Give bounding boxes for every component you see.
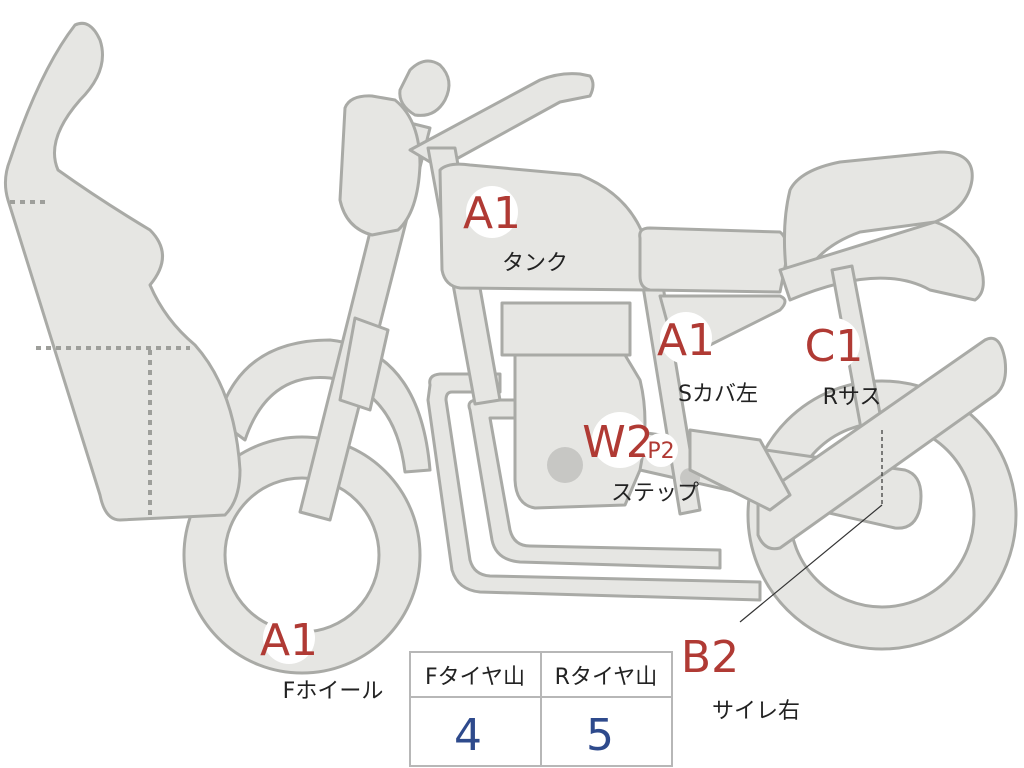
tire-tread-table: Fタイヤ山 Rタイヤ山 4 5 [409,651,673,767]
front-tire-header: Fタイヤ山 [425,665,525,690]
headlight [338,94,422,237]
marker-front-wheel[interactable]: A1 Fホイール [260,612,383,704]
exhaust-pipe-outer [426,372,762,602]
muffler [756,336,1007,551]
marker-muffler-right-badge [684,629,736,681]
marker-step[interactable]: W2 P2 ステップ [582,412,699,506]
marker-rear-suspension-label: Rサス [823,385,882,410]
marker-rear-suspension-code: C1 [805,321,864,372]
marker-rear-suspension-badge [808,318,860,370]
marker-step-badge [592,412,648,468]
rear-tire-value: 5 [586,710,614,761]
mirror [398,59,451,117]
fork-boot [338,316,390,412]
marker-tank-badge [466,186,518,238]
marker-step-sub-code: P2 [647,439,674,464]
marker-front-wheel-badge [263,612,315,664]
engine-cover-detail [547,447,583,483]
marker-step-sub-badge [644,433,678,467]
marker-rear-suspension[interactable]: C1 Rサス [805,318,882,410]
marker-muffler-right[interactable]: B2 サイレ右 [681,629,800,724]
marker-front-wheel-code: A1 [260,615,318,666]
marker-tank-code: A1 [463,188,521,239]
engine-block [513,353,647,510]
exhaust-pipe-inner [467,398,722,570]
engine-head [500,301,632,357]
marker-step-code: W2 [582,417,654,468]
marker-side-cover-left[interactable]: A1 Sカバ左 [657,312,758,407]
marker-muffler-right-label: サイレ右 [712,699,800,724]
rear-tire-header: Rタイヤ山 [555,665,658,690]
marker-tank[interactable]: A1 タンク [463,186,568,276]
handlebar [408,72,595,170]
marker-side-cover-left-label: Sカバ左 [678,382,758,407]
marker-front-wheel-label: Fホイール [283,679,384,704]
marker-muffler-right-code: B2 [681,632,739,683]
muffler-leader [739,504,883,623]
marker-tank-label: タンク [502,251,568,276]
marker-step-label: ステップ [611,481,699,506]
marker-side-cover-left-badge [660,312,712,364]
muffler-pipe [688,428,792,512]
marker-side-cover-left-code: A1 [657,315,715,366]
seat-front [638,226,789,294]
front-fairing [3,21,242,522]
front-tire-value: 4 [454,710,482,761]
